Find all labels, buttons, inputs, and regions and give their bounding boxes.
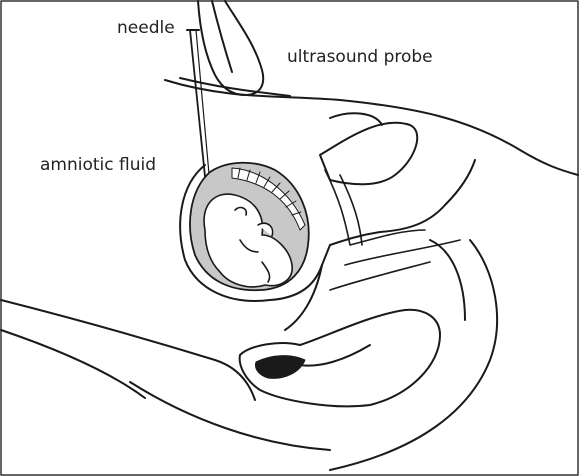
colon — [240, 310, 440, 407]
bladder — [320, 123, 417, 185]
ultrasound-probe-label: ultrasound probe — [287, 49, 433, 66]
ultrasound-probe-icon — [198, 1, 263, 95]
needle-label: needle — [117, 20, 175, 37]
amniotic-fluid-label: amniotic fluid — [40, 157, 156, 174]
